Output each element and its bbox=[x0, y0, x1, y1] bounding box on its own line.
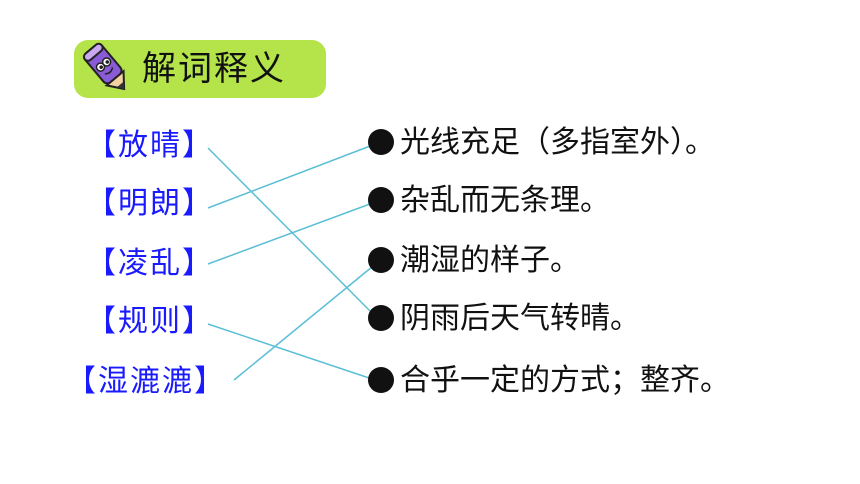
definition-item: 杂乱而无条理。 bbox=[368, 181, 610, 221]
bullet-dot-icon bbox=[368, 305, 394, 331]
term-item: 【湿漉漉】 bbox=[66, 362, 226, 402]
term-word: 湿漉漉 bbox=[98, 364, 194, 399]
bullet-dot-icon bbox=[368, 247, 394, 273]
connector-line bbox=[207, 200, 379, 265]
term-close-bracket: 】 bbox=[194, 364, 226, 399]
pencil-mascot-icon bbox=[82, 42, 126, 91]
section-header: 解词释义 bbox=[74, 40, 326, 98]
term-open-bracket: 【 bbox=[86, 304, 118, 339]
definition-item: 光线充足（多指室外）。 bbox=[368, 123, 715, 163]
definition-text: 合乎一定的方式；整齐。 bbox=[400, 363, 730, 398]
page-title: 解词释义 bbox=[142, 49, 286, 89]
definition-text: 杂乱而无条理。 bbox=[400, 183, 610, 218]
bullet-dot-icon bbox=[368, 129, 394, 155]
bullet-dot-icon bbox=[368, 367, 394, 393]
term-close-bracket: 】 bbox=[182, 246, 214, 281]
bullet-dot-icon bbox=[368, 187, 394, 213]
term-item: 【凌乱】 bbox=[86, 244, 214, 284]
term-close-bracket: 】 bbox=[182, 186, 214, 221]
definition-text: 阴雨后天气转晴。 bbox=[400, 301, 640, 336]
term-word: 明朗 bbox=[118, 186, 182, 221]
term-open-bracket: 【 bbox=[86, 128, 118, 163]
term-item: 【明朗】 bbox=[86, 184, 214, 224]
term-word: 凌乱 bbox=[118, 246, 182, 281]
definition-text: 光线充足（多指室外）。 bbox=[400, 125, 715, 160]
definition-item: 合乎一定的方式；整齐。 bbox=[368, 361, 730, 401]
term-word: 规则 bbox=[118, 304, 182, 339]
definition-text: 潮湿的样子。 bbox=[400, 243, 580, 278]
connector-line bbox=[207, 142, 379, 209]
term-item: 【规则】 bbox=[86, 302, 214, 342]
term-close-bracket: 】 bbox=[182, 128, 214, 163]
connector-line bbox=[207, 323, 379, 382]
definition-item: 阴雨后天气转晴。 bbox=[368, 299, 640, 339]
definition-item: 潮湿的样子。 bbox=[368, 241, 580, 281]
connector-line bbox=[207, 147, 379, 320]
term-open-bracket: 【 bbox=[86, 246, 118, 281]
term-open-bracket: 【 bbox=[66, 364, 98, 399]
term-close-bracket: 】 bbox=[182, 304, 214, 339]
term-open-bracket: 【 bbox=[86, 186, 118, 221]
connector-line bbox=[233, 261, 379, 381]
term-word: 放晴 bbox=[118, 128, 182, 163]
term-item: 【放晴】 bbox=[86, 126, 214, 166]
